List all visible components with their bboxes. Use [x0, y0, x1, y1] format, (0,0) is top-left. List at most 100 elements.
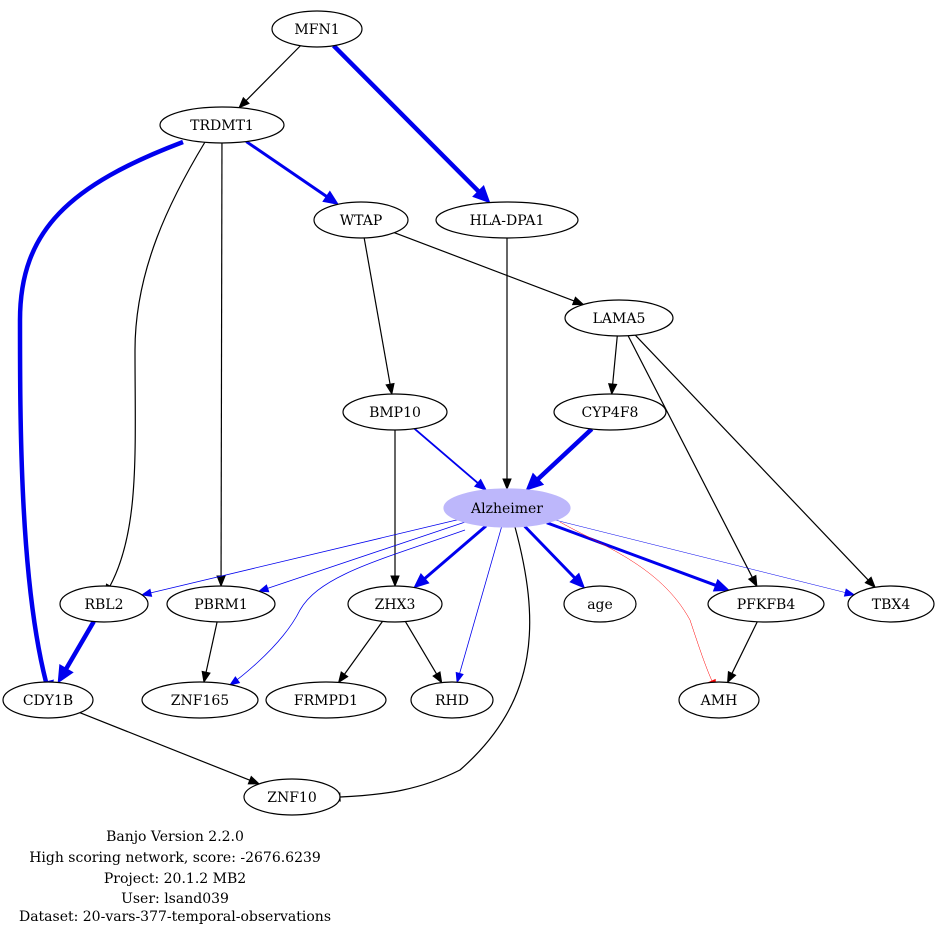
node-mfn1-label: MFN1 [294, 22, 339, 38]
caption-line-score: High scoring network, score: -2676.6239 [29, 850, 321, 866]
node-znf165-label: ZNF165 [171, 693, 229, 709]
node-tbx4-label: TBX4 [872, 597, 911, 613]
edge-mfn1-to-hla-dpa1-arrowhead [472, 185, 491, 204]
edge-lama5-to-pfkfb4-arrowhead [747, 574, 758, 588]
edge-lama5-to-tbx4-arrowhead [864, 576, 877, 589]
edge-pbrm1-to-znf165 [205, 621, 218, 673]
edge-mfn1-to-hla-dpa1 [332, 44, 480, 193]
edge-hla-dpa1-to-alzheimer-arrowhead [502, 478, 512, 491]
node-age-shape [563, 585, 637, 623]
node-pbrm1-label: PBRM1 [194, 597, 248, 613]
edge-lama5-to-tbx4 [634, 334, 869, 581]
edge-zhx3-to-frmpd1 [343, 621, 384, 675]
edge-alzheimer-to-amh [559, 521, 713, 682]
edge-alzheimer-to-pbrm1-arrowhead [257, 584, 270, 593]
edge-alzheimer-to-pbrm1 [267, 521, 466, 589]
node-znf165-shape [141, 681, 259, 719]
edge-bmp10-to-alzheimer-arrowhead [473, 478, 488, 491]
edge-alzheimer-to-tbx4 [555, 519, 846, 593]
node-cyp4f8: CYP4F8 [553, 393, 667, 431]
edge-trdmt1-to-rbl2 [109, 141, 206, 587]
node-alzheimer-shape [443, 488, 571, 528]
node-frmpd1-label: FRMPD1 [294, 693, 358, 709]
node-pfkfb4: PFKFB4 [707, 585, 825, 623]
caption-line-dataset: Dataset: 20-vars-377-temporal-observatio… [19, 909, 331, 925]
edge-alzheimer-to-age-arrowhead [569, 572, 586, 589]
edge-bmp10-to-alzheimer [413, 428, 479, 484]
node-cyp4f8-shape [553, 393, 667, 431]
node-amh-label: AMH [700, 693, 738, 709]
node-trdmt1: TRDMT1 [159, 106, 285, 144]
node-lama5: LAMA5 [564, 299, 674, 337]
edge-pfkfb4-to-amh-arrowhead [727, 670, 737, 684]
edge-trdmt1-to-pbrm1 [220, 142, 223, 577]
edge-bmp10-to-zhx3-arrowhead [390, 575, 400, 588]
node-lama5-shape [564, 299, 674, 337]
edge-cdy1b-to-znf10-arrowhead [247, 775, 261, 785]
node-hla-dpa1: HLA-DPA1 [435, 201, 579, 239]
node-wtap-label: WTAP [340, 213, 383, 229]
edge-trdmt1-to-pbrm1-arrowhead [216, 575, 226, 588]
edge-trdmt1-to-wtap [245, 140, 328, 198]
edge-zhx3-to-rhd [404, 621, 438, 675]
edge-zhx3-to-frmpd1-arrowhead [337, 671, 349, 684]
edge-alzheimer-to-znf10 [339, 526, 531, 798]
edge-lama5-to-cyp4f8-arrowhead [608, 383, 618, 396]
edge-trdmt1-to-cdy1b [17, 139, 184, 683]
edge-alzheimer-to-pfkfb4 [546, 521, 717, 587]
node-mfn1-shape [271, 10, 363, 48]
caption-line-version: Banjo Version 2.2.0 [106, 829, 244, 845]
node-age-label: age [587, 597, 613, 613]
node-pfkfb4-shape [707, 585, 825, 623]
node-frmpd1: FRMPD1 [265, 681, 387, 719]
edge-alzheimer-to-pfkfb4-arrowhead [712, 578, 730, 592]
edge-alzheimer-to-rbl2 [150, 519, 458, 594]
node-wtap-shape [313, 201, 409, 239]
edge-alzheimer-to-zhx3 [423, 524, 488, 580]
edge-wtap-to-lama5-arrowhead [571, 296, 585, 306]
edge-alzheimer-to-zhx3-arrowhead [413, 572, 430, 589]
node-hla-dpa1-shape [435, 201, 579, 239]
node-znf10-shape [243, 778, 341, 816]
node-cdy1b-label: CDY1B [23, 693, 73, 709]
node-rhd-label: RHD [435, 693, 469, 709]
caption-line-project: Project: 20.1.2 MB2 [104, 871, 246, 887]
node-bmp10-shape [342, 393, 448, 431]
node-pbrm1: PBRM1 [166, 585, 276, 623]
edge-pfkfb4-to-amh [731, 621, 758, 674]
node-znf165: ZNF165 [141, 681, 259, 719]
edge-mfn1-to-trdmt1 [245, 45, 301, 102]
node-rhd-shape [410, 681, 494, 719]
node-znf10: ZNF10 [243, 778, 341, 816]
edge-alzheimer-to-znf165 [229, 529, 466, 686]
edge-cdy1b-to-znf10 [79, 712, 250, 781]
edge-alzheimer-to-tbx4-arrowhead [843, 588, 856, 597]
node-cdy1b-shape [2, 681, 94, 719]
edge-wtap-to-lama5 [394, 232, 575, 302]
node-wtap: WTAP [313, 201, 409, 239]
node-zhx3-label: ZHX3 [375, 597, 416, 613]
edges-layer [17, 44, 877, 802]
node-rbl2-shape [59, 585, 149, 623]
edge-cyp4f8-to-alzheimer-arrowhead [525, 472, 545, 491]
edge-zhx3-to-rhd-arrowhead [432, 671, 443, 684]
edge-rbl2-to-cdy1b-arrowhead [57, 664, 74, 684]
edge-pbrm1-to-znf165-arrowhead [201, 670, 211, 684]
node-cyp4f8-label: CYP4F8 [582, 405, 639, 421]
edge-alzheimer-to-rhd-arrowhead [455, 671, 464, 684]
edge-cyp4f8-to-alzheimer [536, 427, 594, 481]
edge-mfn1-to-trdmt1-arrowhead [238, 96, 250, 109]
node-rhd: RHD [410, 681, 494, 719]
node-trdmt1-shape [159, 106, 285, 144]
node-rbl2-label: RBL2 [84, 597, 123, 613]
node-amh: AMH [678, 681, 760, 719]
node-alzheimer: Alzheimer [443, 488, 571, 528]
node-zhx3-shape [347, 585, 443, 623]
node-bmp10: BMP10 [342, 393, 448, 431]
node-zhx3: ZHX3 [347, 585, 443, 623]
node-tbx4-shape [847, 585, 935, 623]
node-trdmt1-label: TRDMT1 [190, 118, 254, 134]
edge-wtap-to-bmp10 [363, 237, 391, 385]
